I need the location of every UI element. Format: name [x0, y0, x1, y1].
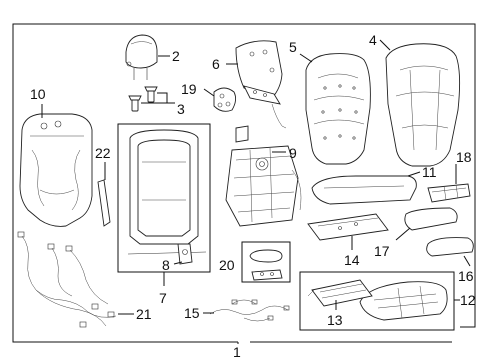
- callout-18: 18: [456, 149, 472, 165]
- headrest: [125, 34, 158, 80]
- seat-switch-module: [427, 183, 471, 203]
- callout-3: 3: [177, 101, 185, 117]
- callout-22: 22: [95, 145, 111, 161]
- callout-14: 14: [344, 252, 360, 268]
- callout-12: 12: [460, 292, 476, 308]
- callout-10: 10: [30, 86, 46, 102]
- seatback-cover: [385, 43, 461, 167]
- cushion-box: [299, 271, 455, 331]
- leader-4: [379, 39, 391, 51]
- cushion-wiring-harness: [209, 299, 290, 322]
- callout-1: 1: [233, 344, 241, 360]
- callout-17: 17: [374, 243, 390, 259]
- callout-2: 2: [172, 48, 180, 64]
- callout-16: 16: [458, 268, 474, 284]
- side-shield-front: [404, 207, 458, 231]
- callout-4: 4: [369, 32, 377, 48]
- callout-15: 15: [184, 305, 200, 321]
- leader-3: [141, 92, 168, 104]
- leader-8: [173, 261, 183, 265]
- callout-19: 19: [181, 81, 197, 97]
- sensor-box: [241, 241, 291, 283]
- callout-5: 5: [289, 39, 297, 55]
- occupant-sensor: [249, 249, 283, 281]
- callout-13: 13: [327, 312, 343, 328]
- seatback-pad: [305, 53, 371, 165]
- seatback-rear-panel: [19, 113, 93, 227]
- side-trim-strip: [97, 179, 111, 227]
- callout-6: 6: [212, 56, 220, 72]
- callout-11: 11: [422, 164, 437, 180]
- seat-pan-trim: [307, 213, 389, 241]
- callout-7: 7: [159, 290, 167, 306]
- seat-frame-adjuster: [225, 125, 302, 227]
- leader-5: [299, 53, 313, 63]
- assembly-frame: [12, 23, 476, 343]
- leader-17: [395, 227, 411, 241]
- seat-cushion-pad: [311, 175, 417, 205]
- callout-21: 21: [136, 306, 152, 322]
- callout-8: 8: [162, 257, 170, 273]
- cushion-heater-mat: [307, 279, 373, 307]
- recliner-motor: [177, 243, 193, 265]
- leader-19: [203, 88, 215, 97]
- rear-panel: [235, 40, 287, 129]
- leader-16: [463, 255, 471, 267]
- lumbar-module: [213, 87, 237, 112]
- callout-20: 20: [219, 257, 235, 273]
- seatback-frame: [127, 129, 207, 255]
- leader-11: [407, 171, 421, 177]
- side-shield-rear: [426, 237, 474, 257]
- seat-wiring-harness: [17, 231, 117, 328]
- headrest-guides: [128, 86, 158, 112]
- callout-9: 9: [289, 145, 297, 161]
- seat-cushion-cover: [359, 281, 448, 321]
